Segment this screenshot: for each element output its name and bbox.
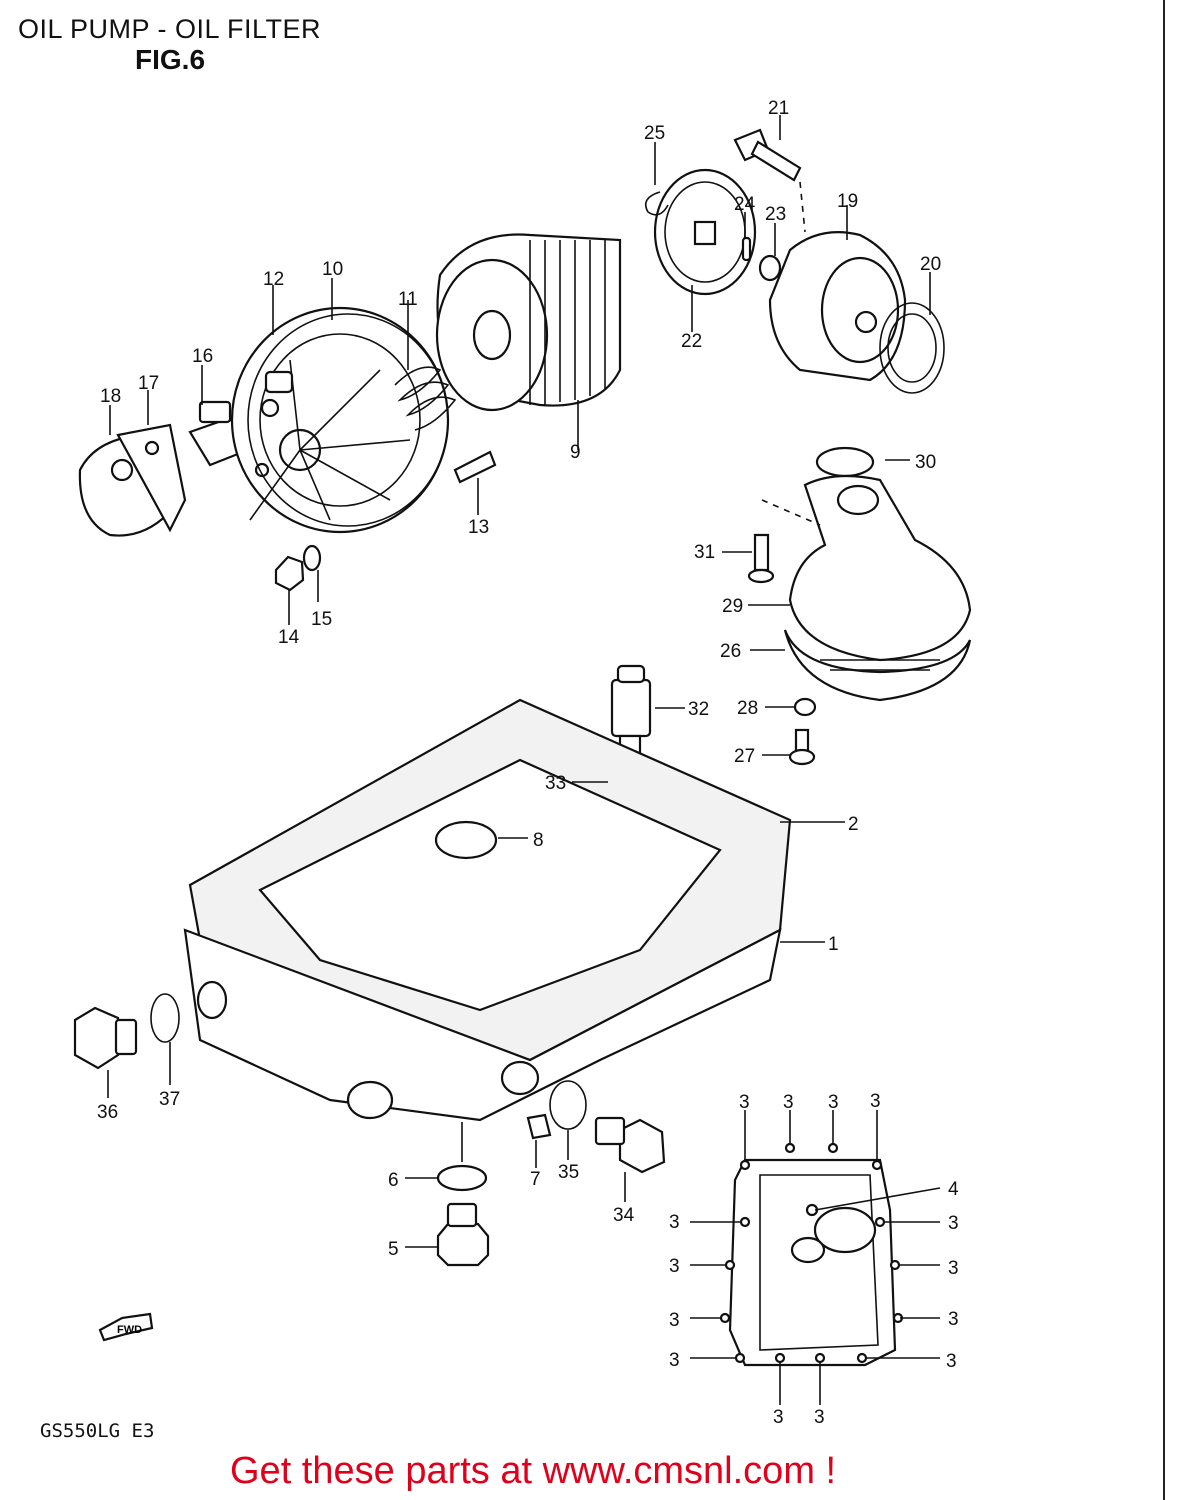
part-17-filter-cap[interactable] xyxy=(116,423,187,533)
callout-4: 4 xyxy=(948,1179,959,1200)
cta-link[interactable]: Get these parts at www.cmsnl.com ! xyxy=(230,1450,837,1492)
svg-text:FWD: FWD xyxy=(117,1324,142,1336)
callout-3: 3 xyxy=(948,1258,959,1279)
part-6-washer[interactable] xyxy=(436,1164,488,1192)
part-20-gasket[interactable] xyxy=(879,302,945,394)
callout-10: 10 xyxy=(322,259,343,280)
callout-24: 24 xyxy=(734,194,756,215)
callout-3: 3 xyxy=(773,1407,784,1428)
callout-27: 27 xyxy=(734,746,755,767)
part-21-bolt[interactable] xyxy=(733,128,802,182)
callout-37: 37 xyxy=(159,1089,180,1110)
callout-5: 5 xyxy=(388,1239,399,1260)
part-9-oil-filter[interactable] xyxy=(435,233,622,412)
part-11-spring[interactable] xyxy=(394,366,457,431)
part-28-washer[interactable] xyxy=(793,697,817,717)
callout-3: 3 xyxy=(948,1213,959,1234)
callout-3: 3 xyxy=(946,1351,957,1372)
callout-19: 19 xyxy=(837,191,858,212)
part-15-washer[interactable] xyxy=(302,544,322,572)
callout-9: 9 xyxy=(570,442,581,463)
callout-25: 25 xyxy=(644,123,665,144)
part-2-oil-pan-gasket[interactable] xyxy=(188,698,792,1062)
part-10-o-ring[interactable] xyxy=(247,313,449,527)
part-26-strainer-screen[interactable] xyxy=(783,629,972,702)
callout-17: 17 xyxy=(138,373,159,394)
part-36-drain-plug[interactable] xyxy=(73,1006,138,1070)
callout-30: 30 xyxy=(915,452,936,473)
page-title: OIL PUMP - OIL FILTER xyxy=(18,14,322,44)
callout-3: 3 xyxy=(948,1309,959,1330)
part-1-oil-pan[interactable] xyxy=(183,927,782,1122)
model-code: GS550LG E3 xyxy=(40,1420,155,1442)
callout-32: 32 xyxy=(688,699,709,720)
callout-14: 14 xyxy=(278,627,300,648)
part-23-washer[interactable] xyxy=(758,254,782,282)
part-14-nut[interactable] xyxy=(274,555,305,592)
part-8-o-ring[interactable] xyxy=(434,820,498,860)
callout-13: 13 xyxy=(468,517,489,538)
callout-28: 28 xyxy=(737,698,758,719)
callout-3: 3 xyxy=(669,1310,680,1331)
part-32-fitting[interactable] xyxy=(610,664,652,756)
leader-lines xyxy=(107,115,941,1405)
part-29-oil-strainer[interactable] xyxy=(788,474,972,662)
part-34-drain-plug[interactable] xyxy=(594,1116,666,1174)
callout-22: 22 xyxy=(681,331,702,352)
callout-18: 18 xyxy=(100,386,121,407)
callout-34: 34 xyxy=(613,1205,635,1226)
callout-15: 15 xyxy=(311,609,332,630)
callout-1: 1 xyxy=(828,934,839,955)
part-12-filter-cover[interactable] xyxy=(230,306,450,534)
page-edge-rule xyxy=(1163,0,1165,1500)
part-13-stud-bolt[interactable] xyxy=(453,450,497,484)
callout-7: 7 xyxy=(530,1169,541,1190)
part-27-bolt[interactable] xyxy=(788,728,816,766)
part-5-plug[interactable] xyxy=(436,1202,490,1267)
callout-6: 6 xyxy=(388,1170,399,1191)
part-30-o-ring[interactable] xyxy=(815,446,875,478)
callout-35: 35 xyxy=(558,1162,579,1183)
callout-3: 3 xyxy=(739,1092,750,1113)
callout-12: 12 xyxy=(263,269,284,290)
callout-3: 3 xyxy=(870,1091,881,1112)
callout-labels: 1 2 4 5 6 7 8 9 10 11 12 13 14 15 16 17 … xyxy=(97,98,959,1428)
callout-3: 3 xyxy=(814,1407,825,1428)
part-25-circlip[interactable] xyxy=(644,191,669,216)
callout-29: 29 xyxy=(722,596,743,617)
callout-16: 16 xyxy=(192,346,213,367)
callout-36: 36 xyxy=(97,1102,118,1123)
callout-20: 20 xyxy=(920,254,941,275)
part-35-washer[interactable] xyxy=(549,1080,587,1130)
part-22-oil-pump-gear[interactable] xyxy=(653,168,757,296)
part-31-bolt[interactable] xyxy=(747,533,775,584)
part-19-oil-pump[interactable] xyxy=(768,231,907,382)
callout-23: 23 xyxy=(765,204,786,225)
callout-3: 3 xyxy=(828,1092,839,1113)
callout-33: 33 xyxy=(545,773,566,794)
part-7-plug[interactable] xyxy=(526,1113,552,1140)
forward-arrow-icon: FWD xyxy=(98,1312,154,1342)
callout-26: 26 xyxy=(720,641,741,662)
callout-2: 2 xyxy=(848,814,859,835)
callout-8: 8 xyxy=(533,830,544,851)
exploded-parts-diagram: FWD 1 2 4 5 6 7 8 9 10 11 12 13 14 15 16… xyxy=(73,98,972,1428)
part-24-pin[interactable] xyxy=(741,236,752,262)
part-oil-pan-bottom-view[interactable] xyxy=(728,1158,897,1367)
figure-label: FIG.6 xyxy=(135,44,206,75)
callout-31: 31 xyxy=(694,542,715,563)
part-3-bolts[interactable] xyxy=(719,1142,904,1364)
callout-3: 3 xyxy=(783,1092,794,1113)
callout-11: 11 xyxy=(398,289,418,310)
part-37-washer[interactable] xyxy=(150,993,180,1043)
callout-3: 3 xyxy=(669,1212,680,1233)
callout-3: 3 xyxy=(669,1350,680,1371)
callout-21: 21 xyxy=(768,98,789,119)
callout-3: 3 xyxy=(669,1256,680,1277)
